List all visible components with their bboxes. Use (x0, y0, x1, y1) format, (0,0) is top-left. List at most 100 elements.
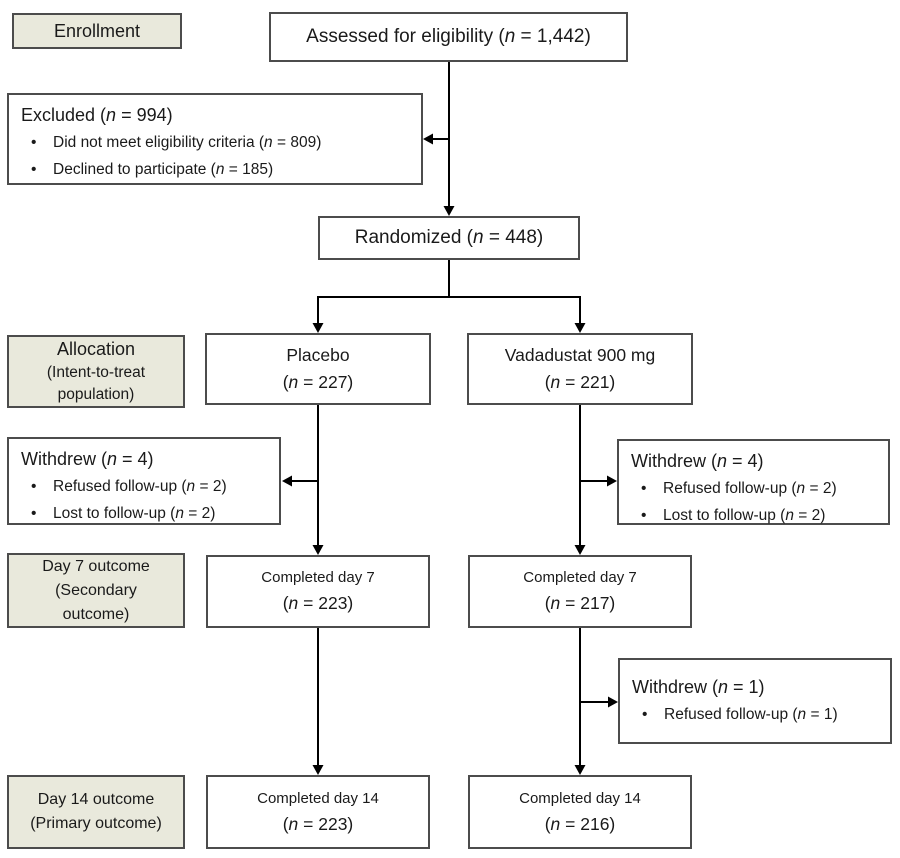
text: Excluded ( (21, 105, 107, 125)
connector-vadadustat-day7-to-day14 (574, 628, 586, 775)
bullet-marker: • (31, 161, 37, 178)
box-assessed-for-eligibility: Assessed for eligibility (n = 1,442) (269, 12, 628, 62)
stage-label-day14-outcome: Day 14 outcome (Primary outcome) (7, 775, 185, 849)
box-text: Assessed for eligibility (n = 1,442) (306, 26, 591, 48)
n-italic: n (785, 507, 794, 524)
box-title: Withdrew (n = 4) (631, 451, 764, 471)
box-title: Withdrew (n = 1) (632, 677, 765, 697)
text: Randomized ( (354, 227, 473, 248)
connector-randomized-split (312, 260, 586, 333)
bullet-marker: • (642, 706, 648, 723)
box-title: Completed day 7 (261, 569, 375, 586)
bullet-text: Lost to follow-up (n = 2) (663, 507, 826, 524)
box-title: Placebo (286, 345, 350, 365)
n-italic: n (550, 593, 561, 613)
n-italic: n (797, 706, 807, 723)
bullet-marker: • (641, 480, 647, 497)
text: Assessed for eligibility ( (306, 26, 505, 47)
stage-label-subtext: (Intent-to-treat (46, 364, 146, 381)
box-withdrew-vadadustat: Withdrew (n = 4) • Refused follow-up (n … (617, 439, 890, 525)
box-count: (n = 223) (282, 593, 354, 613)
bullet-marker: • (31, 478, 37, 495)
bullet-marker: • (31, 505, 37, 522)
box-text: Randomized (n = 448) (355, 227, 544, 249)
box-title: Excluded (n = 994) (21, 102, 411, 129)
bullet-text: Refused follow-up (n = 2) (663, 480, 837, 497)
box-count: (n = 227) (282, 372, 354, 392)
box-completed-day14-vadadustat: Completed day 14 (n = 216) (468, 775, 692, 849)
stage-label-subtext: (Primary outcome) (30, 815, 162, 832)
box-randomized: Randomized (n = 448) (318, 216, 580, 260)
connector-assessed-to-randomized (443, 62, 455, 216)
box-placebo-arm: Placebo (n = 227) (205, 333, 431, 405)
n-italic: n (550, 372, 561, 392)
box-title: Completed day 14 (257, 789, 379, 807)
text: = 448) (483, 227, 544, 248)
n-italic: n (796, 480, 806, 497)
box-completed-day7-placebo: Completed day 7 (n = 223) (206, 555, 430, 628)
text: = 994) (116, 105, 173, 125)
text: = 1,442) (515, 26, 591, 47)
box-excluded: Excluded (n = 994) • Did not meet eligib… (7, 93, 423, 185)
stage-label-subtext: (Secondary (55, 581, 137, 599)
stage-label-subtext: outcome) (62, 605, 130, 623)
bullet-item: • Lost to follow-up (n = 2) (631, 502, 878, 529)
connector-placebo-to-day7 (312, 405, 324, 555)
box-completed-day7-vadadustat: Completed day 7 (n = 217) (468, 555, 692, 628)
bullet-text: Refused follow-up (n = 1) (664, 706, 838, 723)
stage-label-text: Enrollment (53, 20, 141, 41)
stage-label-subtext: population) (57, 386, 135, 403)
box-count: (n = 217) (544, 593, 616, 613)
bullet-item: • Refused follow-up (n = 2) (631, 475, 878, 502)
stage-label-text: Day 7 outcome (42, 557, 150, 575)
box-vadadustat-arm: Vadadustat 900 mg (n = 221) (467, 333, 693, 405)
n-italic: n (288, 593, 299, 613)
connector-to-withdrew-placebo-arrow (282, 475, 318, 487)
n-italic: n (215, 161, 225, 178)
n-italic: n (175, 505, 184, 522)
bullet-item: • Lost to follow-up (n = 2) (21, 500, 269, 527)
n-italic: n (473, 227, 484, 248)
connector-to-withdrew-vadadustat-arrow (580, 475, 617, 487)
stage-label-day7-outcome: Day 7 outcome (Secondary outcome) (7, 553, 185, 628)
n-italic: n (107, 449, 118, 469)
stage-label-text: Day 14 outcome (37, 791, 155, 808)
box-title: Completed day 14 (519, 789, 641, 807)
stage-label-allocation: Allocation (Intent-to-treat population) (7, 335, 185, 408)
bullet-text: Did not meet eligibility criteria (n = 8… (53, 134, 322, 151)
connector-to-excluded-arrow (423, 133, 449, 145)
connector-to-withdrew-day7-arrow (580, 696, 618, 708)
n-italic: n (186, 478, 196, 495)
bullet-text: Declined to participate (n = 185) (53, 161, 274, 178)
bullet-item: • Refused follow-up (n = 2) (21, 473, 269, 500)
n-italic: n (264, 134, 273, 151)
box-title: Completed day 7 (523, 569, 637, 586)
box-count: (n = 223) (282, 813, 354, 834)
bullet-marker: • (641, 507, 647, 524)
n-italic: n (504, 26, 516, 47)
stage-label-enrollment: Enrollment (12, 13, 182, 49)
connector-placebo-day7-to-day14 (312, 628, 324, 775)
box-title: Vadadustat 900 mg (504, 345, 656, 365)
n-italic: n (106, 105, 117, 125)
stage-label-text: Allocation (56, 339, 136, 359)
n-italic: n (717, 451, 728, 471)
bullet-text: Refused follow-up (n = 2) (53, 478, 227, 495)
box-completed-day14-placebo: Completed day 14 (n = 223) (206, 775, 430, 849)
box-withdrew-day7-vadadustat: Withdrew (n = 1) • Refused follow-up (n … (618, 658, 892, 744)
bullet-item: • Declined to participate (n = 185) (21, 156, 411, 183)
box-count: (n = 216) (544, 813, 616, 834)
n-italic: n (288, 813, 299, 834)
box-count: (n = 221) (544, 372, 616, 392)
bullet-text: Lost to follow-up (n = 2) (53, 505, 216, 522)
bullet-item: • Refused follow-up (n = 1) (632, 701, 880, 728)
n-italic: n (550, 813, 561, 834)
bullet-marker: • (31, 134, 37, 151)
bullet-item: • Did not meet eligibility criteria (n =… (21, 129, 411, 156)
connector-vadadustat-to-day7 (574, 405, 586, 555)
box-title: Withdrew (n = 4) (21, 449, 154, 469)
n-italic: n (718, 677, 729, 697)
box-withdrew-placebo: Withdrew (n = 4) • Refused follow-up (n … (7, 437, 281, 525)
